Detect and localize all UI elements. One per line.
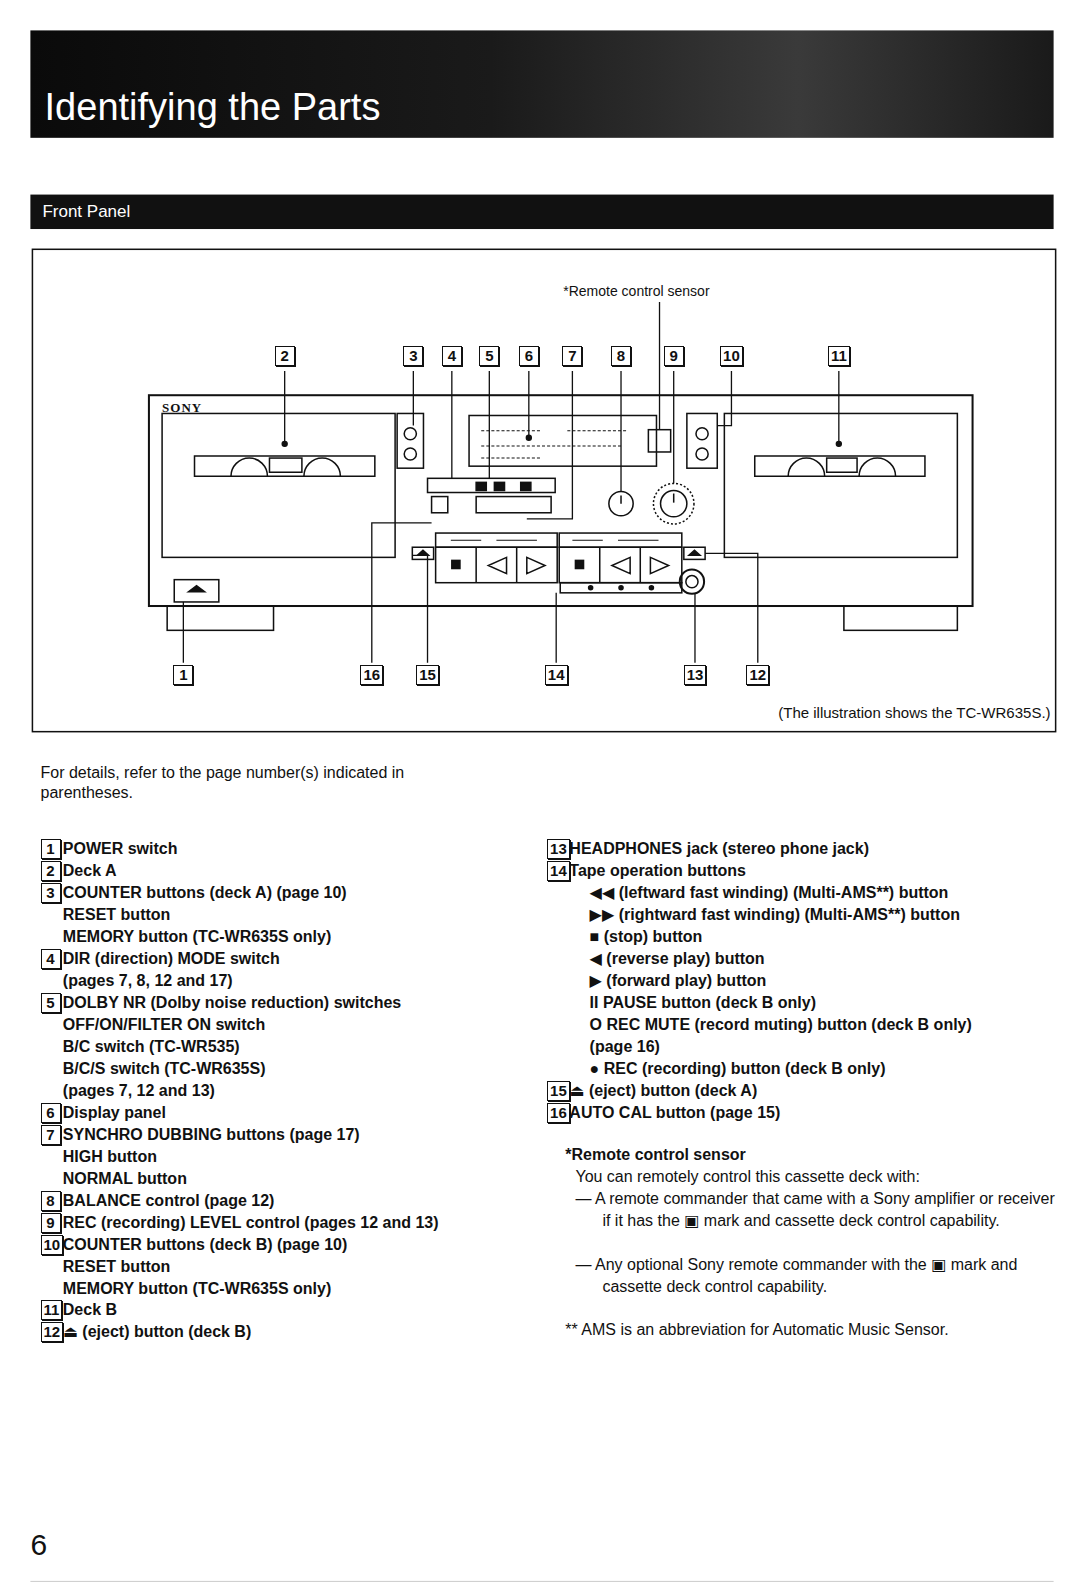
part-description: ⏏ (eject) button (deck A) xyxy=(569,1081,757,1101)
callout-number: 3 xyxy=(41,883,61,903)
sensor-note: *Remote control sensor xyxy=(563,281,709,301)
callout-number: 5 xyxy=(41,993,61,1013)
callout-number: 10 xyxy=(720,346,743,366)
page-rule xyxy=(30,1581,1053,1582)
callout-number: 12 xyxy=(41,1322,64,1342)
part-description: ● REC (recording) button (deck B only) xyxy=(590,1059,886,1079)
part-description: Display panel xyxy=(63,1103,166,1123)
callout-number: 3 xyxy=(403,346,423,366)
part-description: COUNTER buttons (deck A) (page 10) xyxy=(63,883,347,903)
sensor-heading: *Remote control sensor xyxy=(565,1145,745,1165)
page-number: 6 xyxy=(30,1528,47,1562)
callout-number: 1 xyxy=(173,665,193,685)
callout-number: 13 xyxy=(547,839,570,859)
callout-number: 2 xyxy=(41,861,61,881)
part-description: ▶▶ (rightward fast winding) (Multi-AMS**… xyxy=(590,905,960,925)
callout-number: 16 xyxy=(360,665,383,685)
callout-number: 5 xyxy=(479,346,499,366)
leader-lines xyxy=(183,302,841,663)
part-description: NORMAL button xyxy=(63,1169,187,1189)
part-description: REC (recording) LEVEL control (pages 12 … xyxy=(63,1213,439,1233)
part-description: MEMORY button (TC-WR635S only) xyxy=(63,1279,331,1299)
callout-number: 2 xyxy=(275,346,295,366)
part-description: DIR (direction) MODE switch xyxy=(63,949,280,969)
section-heading: Front Panel xyxy=(30,195,1053,229)
callout-number: 14 xyxy=(547,861,570,881)
part-description: ▶ (forward play) button xyxy=(590,971,767,991)
sensor-text: You can remotely control this cassette d… xyxy=(575,1167,919,1187)
part-description: (pages 7, 8, 12 and 17) xyxy=(63,971,233,991)
part-description: (pages 7, 12 and 13) xyxy=(63,1081,215,1101)
part-description: RESET button xyxy=(63,905,171,925)
part-description: II PAUSE button (deck B only) xyxy=(590,993,816,1013)
callout-number: 1 xyxy=(41,839,61,859)
part-description: SYNCHRO DUBBING buttons (page 17) xyxy=(63,1125,360,1145)
callout-number: 8 xyxy=(41,1191,61,1211)
part-description: HIGH button xyxy=(63,1147,157,1167)
callout-number: 7 xyxy=(41,1125,61,1145)
part-description: OFF/ON/FILTER ON switch xyxy=(63,1015,265,1035)
callout-number: 13 xyxy=(684,665,707,685)
part-description: RESET button xyxy=(63,1257,171,1277)
header-bands xyxy=(30,30,1053,229)
callout-number: 10 xyxy=(41,1235,64,1255)
callout-number: 9 xyxy=(41,1213,61,1233)
section-band: Front Panel xyxy=(30,195,1053,229)
callout-number: 15 xyxy=(416,665,439,685)
callout-number: 6 xyxy=(519,346,539,366)
callout-number: 11 xyxy=(41,1300,63,1320)
illustration-frame xyxy=(32,249,1055,731)
sensor-text: — A remote commander that came with a So… xyxy=(575,1188,1058,1232)
callout-number: 9 xyxy=(664,346,684,366)
sensor-text: — Any optional Sony remote commander wit… xyxy=(575,1254,1058,1298)
part-description: B/C/S switch (TC-WR635S) xyxy=(63,1059,266,1079)
callout-number: 12 xyxy=(746,665,769,685)
callout-number: 4 xyxy=(442,346,462,366)
part-description: HEADPHONES jack (stereo phone jack) xyxy=(569,839,869,859)
part-description: (page 16) xyxy=(590,1037,660,1057)
cassette-deck xyxy=(149,395,973,630)
page-title: Identifying the Parts xyxy=(45,85,381,129)
callout-number: 4 xyxy=(41,949,61,969)
part-description: BALANCE control (page 12) xyxy=(63,1191,275,1211)
part-description: B/C switch (TC-WR535) xyxy=(63,1037,240,1057)
part-description: ◀◀ (leftward fast winding) (Multi-AMS**)… xyxy=(590,883,949,903)
part-description: POWER switch xyxy=(63,839,178,859)
part-description: Deck A xyxy=(63,861,117,881)
part-description: ◀ (reverse play) button xyxy=(590,949,765,969)
callout-number: 15 xyxy=(547,1081,570,1101)
part-description: O REC MUTE (record muting) button (deck … xyxy=(590,1015,972,1035)
part-description: ⏏ (eject) button (deck B) xyxy=(63,1322,251,1342)
part-description: ■ (stop) button xyxy=(590,927,703,947)
part-description: DOLBY NR (Dolby noise reduction) switche… xyxy=(63,993,401,1013)
illustration-caption: (The illustration shows the TC-WR635S.) xyxy=(778,703,1050,723)
intro-note: For details, refer to the page number(s)… xyxy=(41,763,461,803)
part-description: COUNTER buttons (deck B) (page 10) xyxy=(63,1235,347,1255)
part-description: AUTO CAL button (page 15) xyxy=(569,1103,780,1123)
callout-number: 14 xyxy=(545,665,568,685)
callout-number: 7 xyxy=(562,346,582,366)
footnote: ** AMS is an abbreviation for Automatic … xyxy=(565,1320,948,1340)
callout-number: 11 xyxy=(828,346,850,366)
brand-logo: SONY xyxy=(162,401,202,415)
callout-number: 16 xyxy=(547,1103,570,1123)
callout-number: 6 xyxy=(41,1103,61,1123)
callout-number: 8 xyxy=(611,346,631,366)
part-description: Deck B xyxy=(63,1300,117,1320)
part-description: MEMORY button (TC-WR635S only) xyxy=(63,927,331,947)
part-description: Tape operation buttons xyxy=(569,861,746,881)
